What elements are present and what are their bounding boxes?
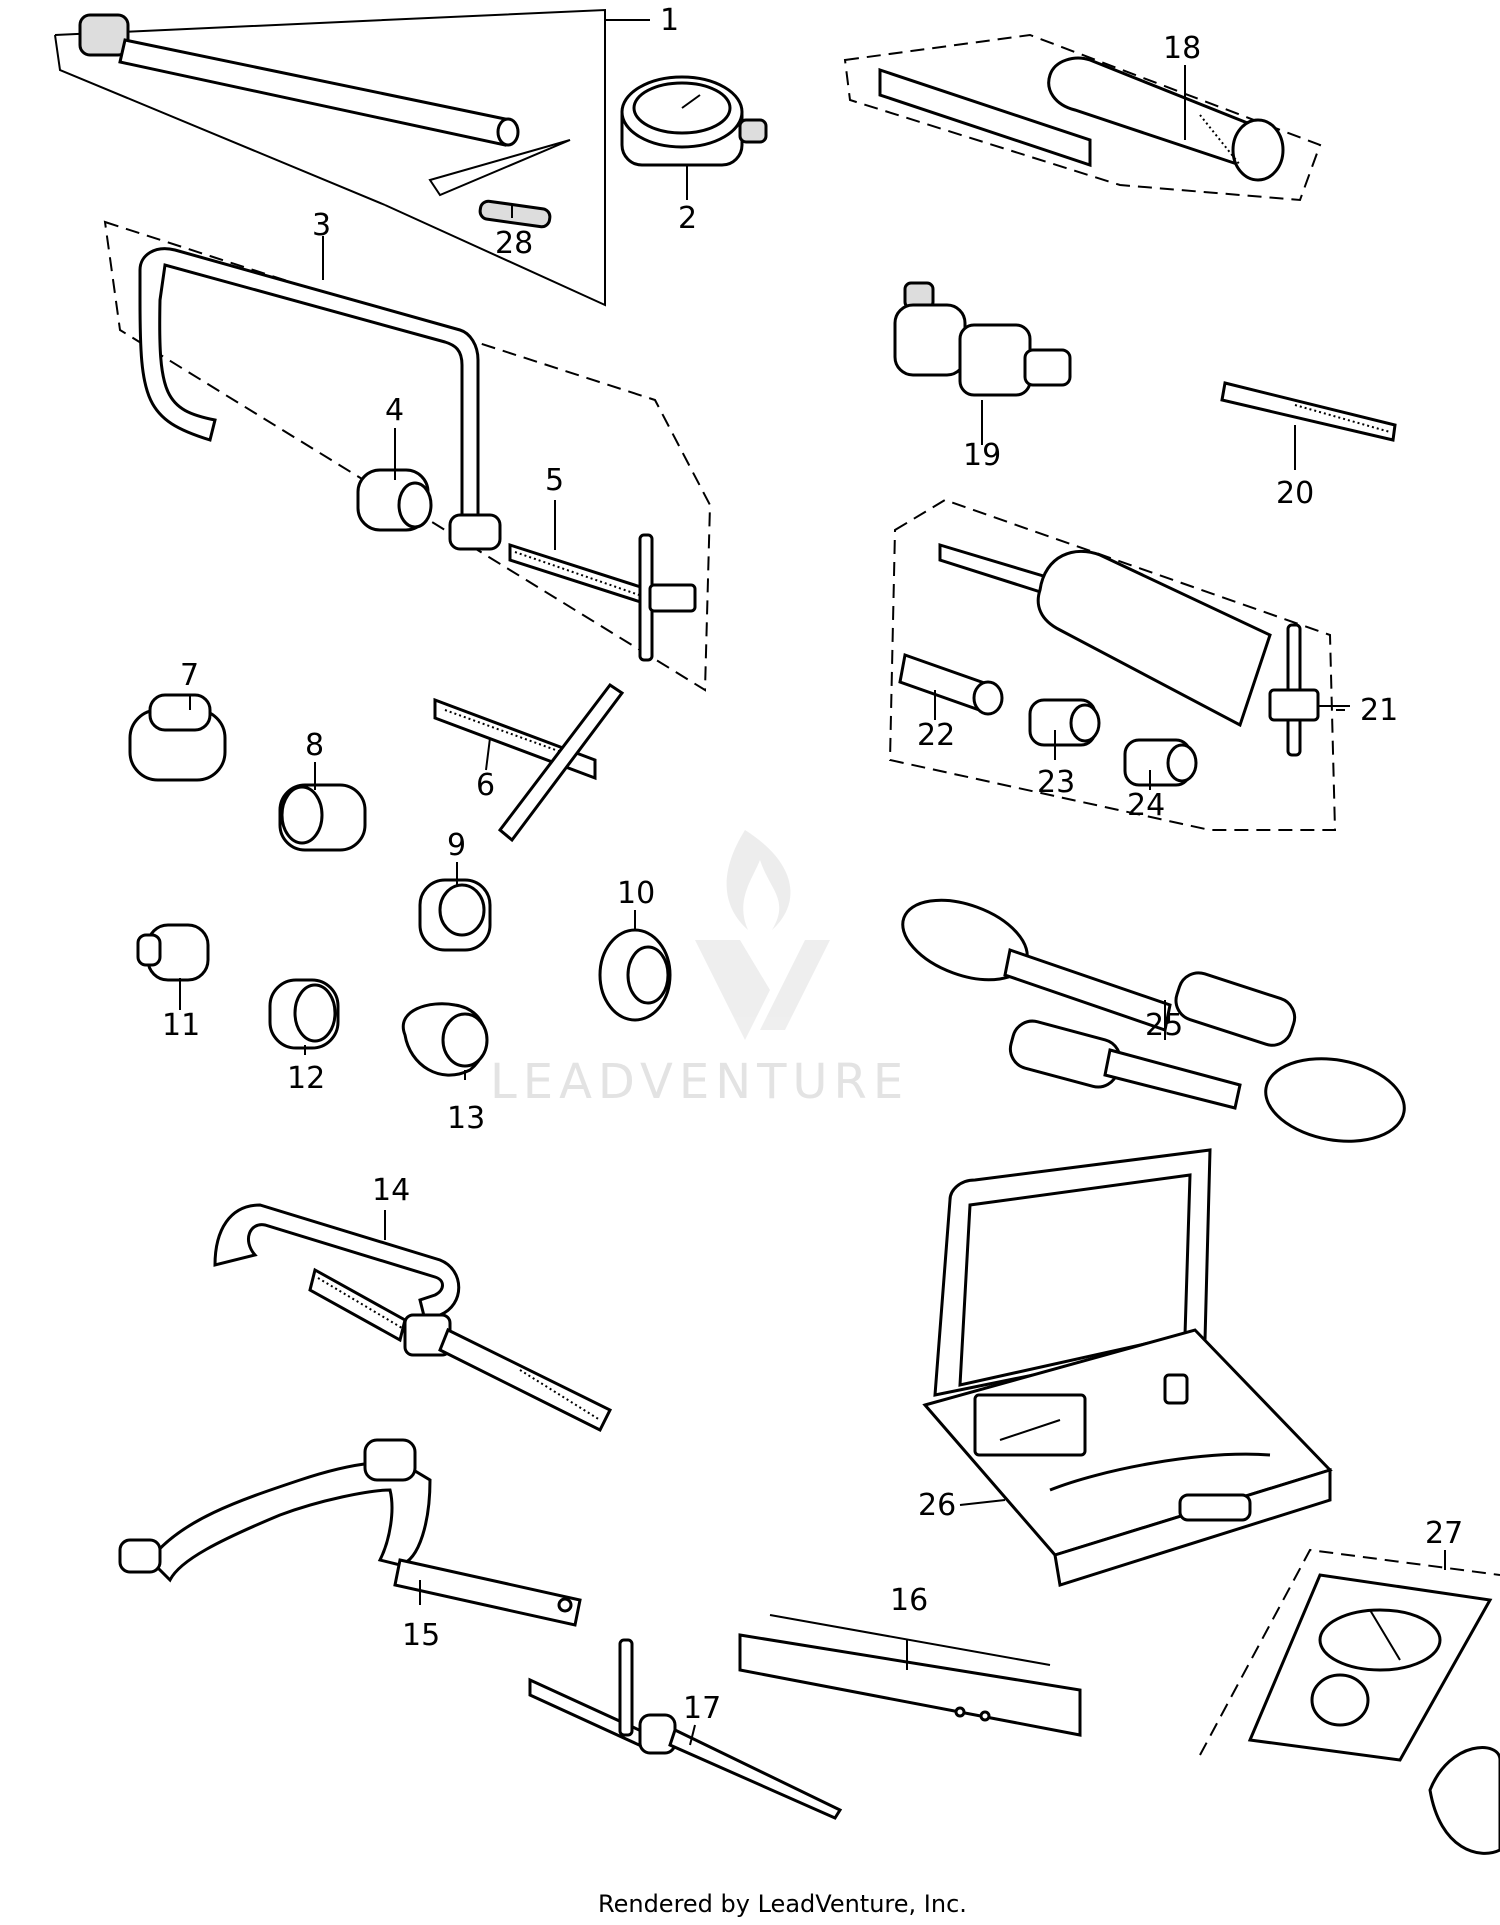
callout-16: 16 <box>890 1583 928 1618</box>
part-17-probe-tool <box>528 1638 843 1820</box>
callout-9: 9 <box>447 828 466 863</box>
callout-7: 7 <box>180 658 199 693</box>
callout-10: 10 <box>617 876 655 911</box>
part-15-holder-tool <box>118 1438 582 1627</box>
callout-28: 28 <box>495 226 533 261</box>
part-16-holder-bar <box>738 1614 1082 1737</box>
callout-24: 24 <box>1127 788 1165 823</box>
watermark-text: LEADVENTURE <box>490 1054 909 1110</box>
group-18-bracket <box>843 33 1322 202</box>
part-26-tester-case <box>922 1148 1333 1587</box>
callout-5: 5 <box>545 463 564 498</box>
callout-23: 23 <box>1037 765 1075 800</box>
callout-18: 18 <box>1163 31 1201 66</box>
callout-15: 15 <box>402 1618 440 1653</box>
part-22-adapter <box>898 653 1004 716</box>
callout-12: 12 <box>287 1061 325 1096</box>
part-5-puller-bolt <box>508 533 697 662</box>
callout-2: 2 <box>678 201 697 236</box>
callout-17: 17 <box>683 1691 721 1726</box>
part-13-pilot <box>401 1002 489 1077</box>
part-1-gauge-adapter-bar <box>78 13 520 147</box>
part-19-compression-adapter <box>893 281 1072 397</box>
part-12-attachment <box>268 978 340 1050</box>
part-28-pin <box>478 199 552 229</box>
part-4-adapter <box>356 468 433 532</box>
callout-19: 19 <box>963 438 1001 473</box>
group-3-bracket <box>103 220 712 692</box>
callout-8: 8 <box>305 728 324 763</box>
part-20-spoke-tool <box>1220 381 1397 442</box>
callout-21: 21 <box>1360 693 1398 728</box>
callout-11: 11 <box>162 1008 200 1043</box>
watermark-logo <box>695 830 830 1040</box>
callout-14: 14 <box>372 1173 410 1208</box>
callout-4: 4 <box>385 393 404 428</box>
part-25-strap-wrench <box>901 898 1406 1143</box>
callout-1: 1 <box>660 3 679 38</box>
part-18-handle-tool <box>878 56 1285 182</box>
group-27-bracket <box>1199 1548 1500 1756</box>
part-21-slide-hammer <box>938 542 1350 757</box>
part-2-dial-gauge <box>620 75 768 167</box>
part-7-driver <box>128 693 227 782</box>
part-14-valve-spring-compressor <box>213 1203 613 1433</box>
callout-labels: 1 2 3 4 5 6 7 8 9 10 11 12 13 14 15 16 1… <box>162 3 1463 1726</box>
part-11-attachment <box>136 923 210 982</box>
part-3-bent-bar <box>138 247 502 551</box>
part-23-adapter <box>1028 698 1101 747</box>
callout-13: 13 <box>447 1101 485 1136</box>
part-6-t-handle-puller <box>433 682 625 843</box>
callout-22: 22 <box>917 718 955 753</box>
footer-credit: Rendered by LeadVenture, Inc. <box>598 1890 967 1918</box>
callout-3: 3 <box>312 208 331 243</box>
part-9-bearing-driver <box>418 878 492 952</box>
callout-25: 25 <box>1145 1008 1183 1043</box>
callout-6: 6 <box>476 768 495 803</box>
part-10-ring <box>598 928 672 1022</box>
group-21-bracket <box>888 498 1337 831</box>
callout-26: 26 <box>918 1488 956 1523</box>
leader-lines <box>179 65 1446 1746</box>
group-1-bracket <box>54 8 606 307</box>
callout-20: 20 <box>1276 476 1314 511</box>
part-8-seal-driver <box>278 783 367 852</box>
part-27-multimeter <box>1247 1573 1500 1855</box>
part-1-group <box>54 8 650 307</box>
callout-27: 27 <box>1425 1516 1463 1551</box>
part-24-adapter <box>1123 738 1198 787</box>
